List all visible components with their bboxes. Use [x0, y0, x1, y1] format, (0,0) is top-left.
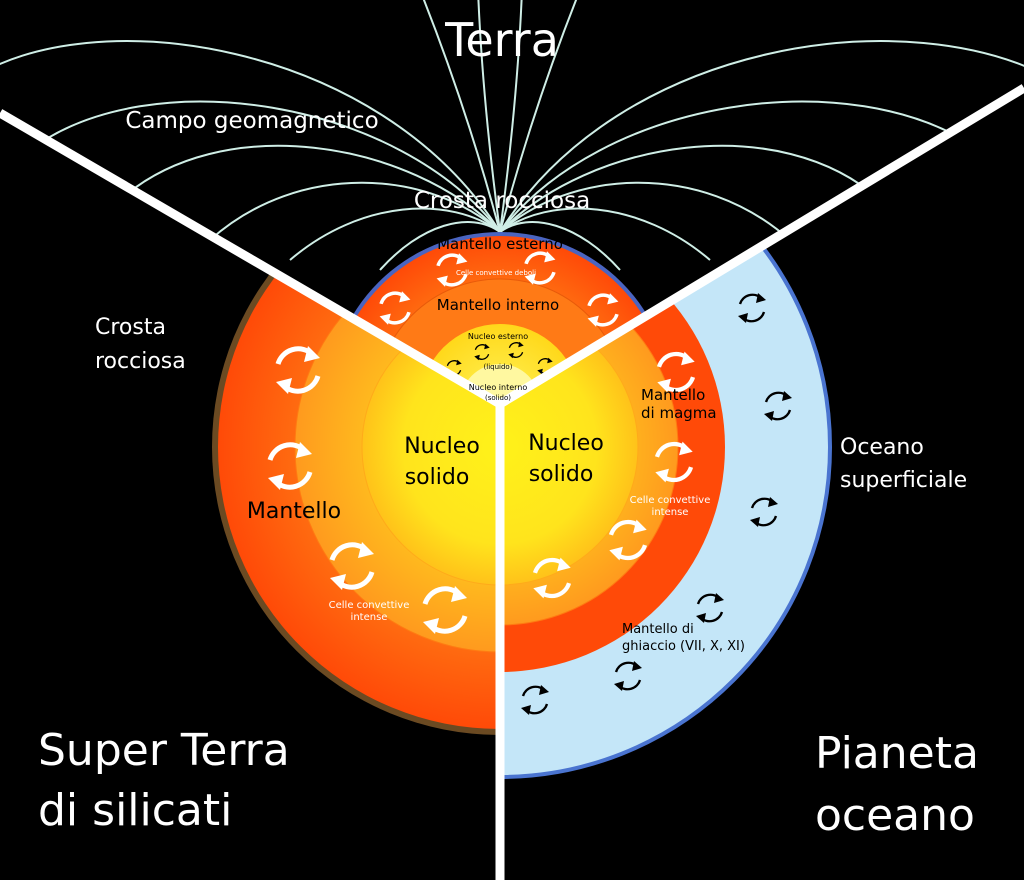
ice-mantle-label-1: Mantello di	[622, 622, 694, 637]
super-earth-core	[361, 308, 500, 586]
field-label: Campo geomagnetico	[125, 108, 378, 134]
earth-crust-label: Crosta rocciosa	[414, 188, 590, 214]
earth-inner-mantle	[374, 278, 626, 404]
super-earth-title-1: Super Terra	[38, 725, 290, 776]
earth-inner-core-state: (solido)	[485, 394, 511, 402]
super-core-label-1: Nucleo	[404, 434, 480, 459]
ocean-core-label-1: Nucleo	[528, 431, 604, 456]
ocean-planet-title-1: Pianeta	[815, 728, 979, 779]
ocean-label-2: superficiale	[840, 468, 967, 493]
earth-weak-cells-label: Celle convettive deboli	[456, 269, 536, 277]
earth-inner-core-label: Nucleo interno	[469, 383, 528, 392]
earth-outer-core-state: (liquido)	[484, 363, 513, 371]
ocean-planet-title-2: oceano	[815, 790, 975, 841]
sector-dividers	[0, 84, 1024, 880]
super-crust-label-1: Crosta	[95, 315, 166, 340]
earth-outer-core-label: Nucleo esterno	[468, 332, 528, 341]
super-earth-title-2: di silicati	[38, 785, 232, 836]
super-cells-label-2: intense	[351, 612, 388, 623]
ocean-cells-label-1: Celle convettive	[630, 495, 711, 506]
super-mantle-label: Mantello	[247, 499, 341, 524]
earth-inner-mantle-label: Mantello interno	[437, 296, 559, 314]
super-cells-label-1: Celle convettive	[329, 600, 410, 611]
ice-mantle-label-2: ghiaccio (VII, X, XI)	[622, 639, 745, 654]
ocean-planet-core	[500, 308, 639, 586]
super-crust-label-2: rocciosa	[95, 349, 186, 374]
super-core-label-2: solido	[405, 465, 470, 490]
ocean-core-label-2: solido	[529, 462, 594, 487]
earth-title: Terra	[444, 13, 559, 67]
magma-mantle-label-2: di magma	[641, 404, 717, 422]
ocean-cells-label-2: intense	[652, 507, 689, 518]
magma-mantle-label-1: Mantello	[641, 386, 705, 404]
earth-sector	[0, 0, 1024, 404]
field-lines	[0, 0, 1024, 271]
ocean-label-1: Oceano	[840, 435, 924, 460]
earth-inner-core	[460, 364, 540, 404]
earth-outer-mantle-label: Mantello esterno	[437, 235, 563, 253]
